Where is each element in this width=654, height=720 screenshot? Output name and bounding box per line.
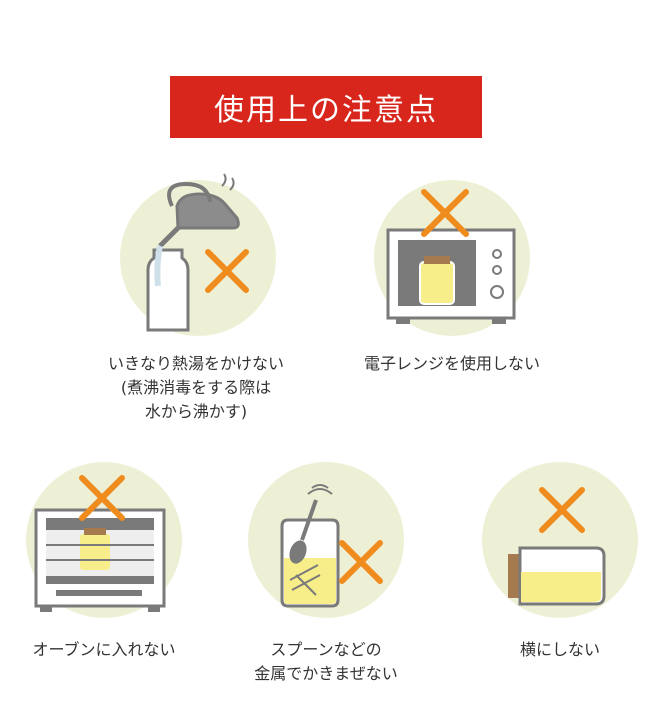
- caption: いきなり熱湯をかけない (煮沸消毒をする際は 水から沸かす): [107, 354, 284, 421]
- caption: スプーンなどの 金属でかきまぜない: [254, 640, 398, 683]
- caption: 横にしない: [519, 640, 600, 659]
- caption: オーブンに入れない: [32, 640, 176, 659]
- caption: 電子レンジを使用しない: [363, 354, 540, 373]
- page-title: 使用上の注意点: [170, 76, 482, 138]
